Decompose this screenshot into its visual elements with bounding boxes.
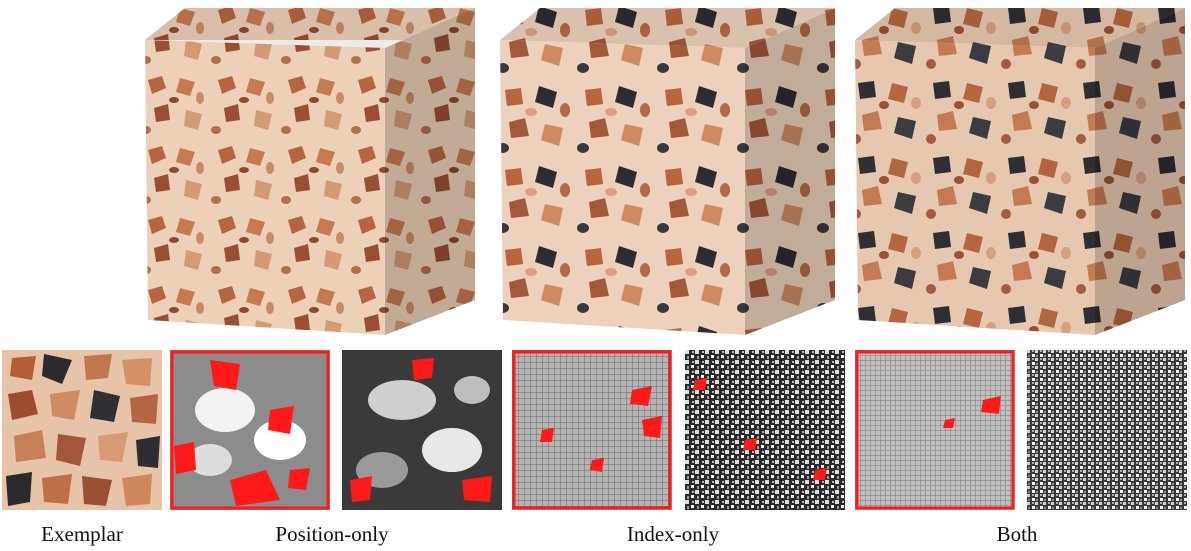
exemplar-image [2, 350, 162, 510]
index-only-map-colored [512, 350, 672, 510]
index-only-map-gray [685, 350, 845, 510]
caption-both: Both [996, 522, 1038, 546]
cube-position-only [140, 0, 480, 335]
position-only-map-colored [170, 350, 330, 510]
both-map-colored [855, 350, 1015, 510]
cube-index-only [495, 0, 840, 335]
caption-index-only: Index-only [626, 522, 720, 546]
caption-position-only: Position-only [275, 522, 389, 546]
position-only-map-gray [342, 350, 502, 510]
caption-exemplar: Exemplar [41, 522, 123, 546]
cube-both [850, 0, 1190, 335]
both-map-gray [1027, 350, 1187, 510]
